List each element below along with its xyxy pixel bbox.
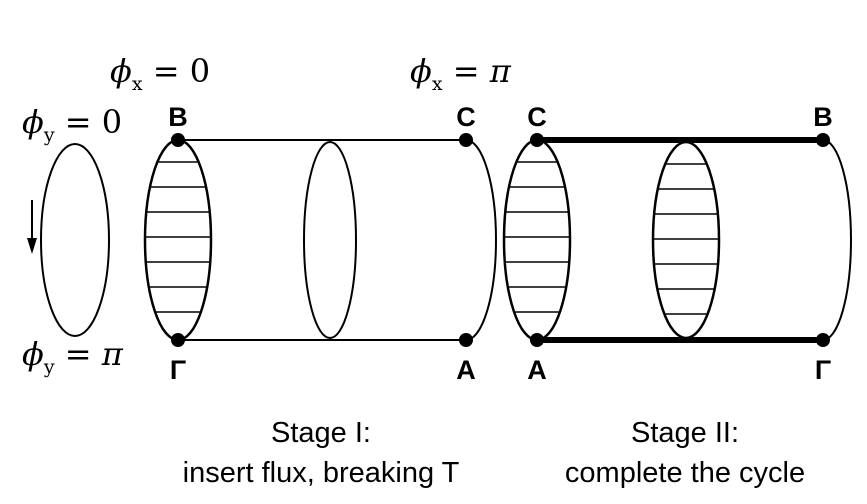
stage2-point-gamma bbox=[816, 333, 830, 347]
stage1-point-C bbox=[459, 133, 473, 147]
stage2-label-top-left: C bbox=[527, 102, 547, 132]
stage1-label-top-right: C bbox=[456, 102, 476, 132]
phi-x-left-label: ϕx = 0 bbox=[110, 52, 210, 95]
phi-y-loop bbox=[40, 143, 110, 337]
stage1-point-gamma bbox=[171, 333, 185, 347]
stage1-cylinder bbox=[143, 133, 497, 347]
stage1-point-A bbox=[459, 333, 473, 347]
stage1-label-bottom-right: A bbox=[456, 355, 476, 385]
stage2-caption-line2: complete the cycle bbox=[565, 457, 805, 489]
stage2-middle-hatch bbox=[653, 163, 719, 315]
stage2-label-top-right: B bbox=[813, 102, 833, 132]
stage1-caption-line1: Stage I: bbox=[271, 417, 371, 449]
down-arrow-icon bbox=[27, 200, 37, 254]
stage2-caption-line1: Stage II: bbox=[631, 417, 739, 449]
stage2-point-B bbox=[816, 133, 830, 147]
stage2-label-bottom-right: Γ bbox=[815, 355, 831, 385]
stage2-label-bottom-left: A bbox=[527, 355, 547, 385]
stage2-point-A bbox=[530, 333, 544, 347]
stage2-point-C bbox=[530, 133, 544, 147]
stage1-caption-line2: insert flux, breaking T bbox=[183, 457, 460, 489]
stage1-point-B bbox=[171, 133, 185, 147]
phi-x-right-label: ϕx = π bbox=[410, 52, 512, 95]
phi-y-bottom-label: ϕy = π bbox=[22, 335, 124, 378]
stage1-label-bottom-left: Γ bbox=[170, 355, 186, 385]
phi-y-top-label: ϕy = 0 bbox=[22, 103, 122, 146]
stage1-label-top-left: B bbox=[168, 102, 188, 132]
stage2-cylinder bbox=[502, 133, 852, 347]
